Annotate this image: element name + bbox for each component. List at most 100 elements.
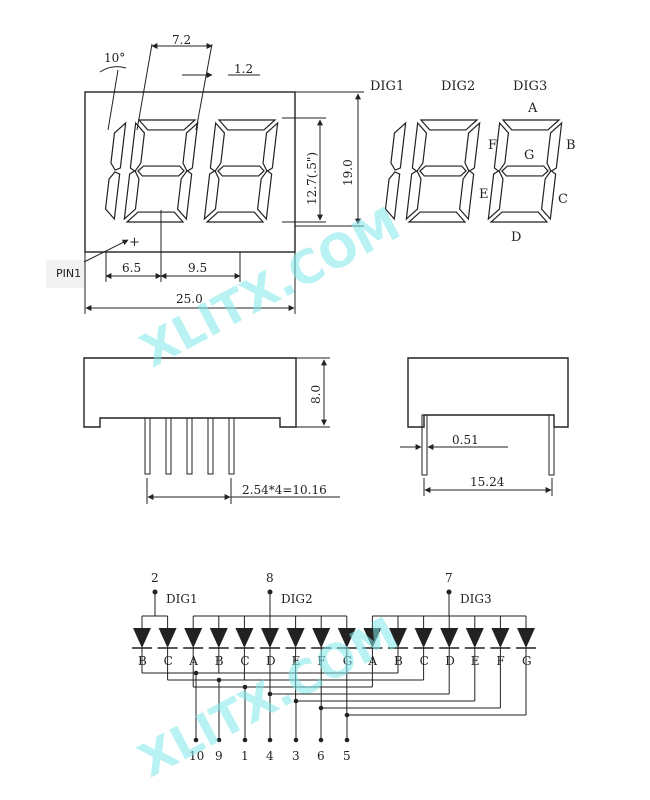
front-digit2-seg-f <box>129 121 146 173</box>
segment-label-11: C <box>420 654 429 668</box>
segment-label-4: C <box>240 654 249 668</box>
net-junction-3 <box>267 691 273 697</box>
front-digit3-seg-d <box>205 211 265 223</box>
common-pin-dot-2 <box>446 589 452 595</box>
side-body-outline-2 <box>407 357 569 428</box>
pin-dot-3 <box>267 737 273 743</box>
lead-right <box>548 414 555 476</box>
pin1-label-box <box>46 260 84 288</box>
pin-dot-0 <box>193 737 199 743</box>
seg-g-label: G <box>524 148 534 163</box>
label-digit3-seg-f <box>493 121 510 173</box>
digit-height-label: 12.7(.5") <box>305 152 319 205</box>
label-digit3-seg-e <box>487 169 504 221</box>
label-digit1-seg-b <box>390 121 407 171</box>
diode-9 <box>363 628 382 648</box>
front-digit2-seg-d <box>125 211 185 223</box>
segment-label-15: G <box>522 654 532 668</box>
bottom-pin-number-1: 9 <box>215 749 223 763</box>
net-junction-0 <box>193 670 199 676</box>
diode-14 <box>491 628 510 648</box>
common-pin-number-1: 8 <box>266 571 274 585</box>
height-label: 19.0 <box>341 159 355 186</box>
front-digit2-seg-a <box>137 119 197 131</box>
diode-11 <box>414 628 433 648</box>
front-digit3-seg-a <box>217 119 277 131</box>
seg-d-label: D <box>511 230 521 245</box>
label-digit3-seg-c <box>540 169 557 221</box>
seg-f-label: F <box>488 138 497 153</box>
diode-7 <box>312 628 331 648</box>
seg-width-label: 1.2 <box>234 62 253 76</box>
pitch1-label: 6.5 <box>122 261 141 275</box>
net-junction-1 <box>216 677 222 683</box>
net-junction-2 <box>242 684 248 690</box>
front-digits <box>104 119 279 223</box>
front-digit3-seg-e <box>203 169 220 221</box>
common-name-2: DIG3 <box>460 592 492 606</box>
seg-b-label: B <box>566 138 576 153</box>
depth-label: 8.0 <box>309 385 323 404</box>
lead-left <box>421 414 428 476</box>
common-pin-dot-0 <box>152 589 158 595</box>
front-digit2-seg-g <box>137 165 185 177</box>
net-junction-4 <box>293 698 299 704</box>
front-digit2-seg-c <box>176 169 193 221</box>
width-top-label: 7.2 <box>172 33 191 47</box>
angle-label: 10° <box>104 51 125 65</box>
common-pin-dot-1 <box>267 589 273 595</box>
label-digits <box>384 119 563 223</box>
pin1-mark: + <box>129 235 140 250</box>
segment-label-1: C <box>164 654 173 668</box>
diode-1 <box>158 628 177 648</box>
common-pin-number-2: 7 <box>445 571 453 585</box>
pin-diameter-label: 0.51 <box>452 433 479 447</box>
display-body-outline <box>84 91 296 253</box>
bottom-pin-number-0: 10 <box>189 749 204 763</box>
label-digit2-seg-e <box>405 169 422 221</box>
segment-label-5: D <box>266 654 276 668</box>
common-name-0: DIG1 <box>166 592 198 606</box>
pin1-label: PIN1 <box>56 267 81 280</box>
side-view-width: 0.51 15.24 <box>400 357 569 496</box>
label-digit2-seg-g <box>419 165 467 177</box>
front-digit3-seg-c <box>256 169 273 221</box>
diode-3 <box>209 628 228 648</box>
pin-dot-6 <box>344 737 350 743</box>
pin-dot-4 <box>293 737 299 743</box>
segment-label-12: D <box>445 654 455 668</box>
watermark-top: XLITX.COM <box>132 196 409 377</box>
label-digit2-seg-a <box>419 119 479 131</box>
net-junction-6 <box>344 712 350 718</box>
seg-c-label: C <box>558 192 568 207</box>
label-digit2-seg-f <box>411 121 428 173</box>
bottom-pin-number-5: 6 <box>317 749 325 763</box>
diode-13 <box>465 628 484 648</box>
lead-4 <box>207 417 214 475</box>
diode-15 <box>517 628 535 648</box>
bottom-pin-number-3: 4 <box>266 749 274 763</box>
label-digit3-seg-a <box>501 119 561 131</box>
diode-6 <box>286 628 305 648</box>
lead-3 <box>186 417 193 475</box>
bottom-pin-number-6: 5 <box>343 749 351 763</box>
bottom-pin-number-2: 1 <box>241 749 249 763</box>
diode-5 <box>261 628 279 648</box>
dig3-label: DIG3 <box>513 79 547 94</box>
side-body-outline <box>83 357 297 428</box>
front-digit3-seg-b <box>262 121 279 173</box>
front-digit3-seg-g <box>217 165 265 177</box>
label-digit3-seg-g <box>501 165 549 177</box>
pin-dot-2 <box>242 737 248 743</box>
front-digit1-seg-b <box>110 121 127 171</box>
diode-0 <box>133 628 151 648</box>
pin-spacing-label: 2.54*4=10.16 <box>242 483 327 497</box>
front-digit2-seg-b <box>182 121 199 173</box>
diode-12 <box>440 628 459 648</box>
label-digit2-seg-d <box>407 211 467 223</box>
front-view: 10° 7.2 1.2 12.7(.5") 19.0 PIN1 + 6.5 9.… <box>46 33 364 314</box>
label-digit2-seg-b <box>464 121 481 173</box>
dig2-label: DIG2 <box>441 79 475 94</box>
